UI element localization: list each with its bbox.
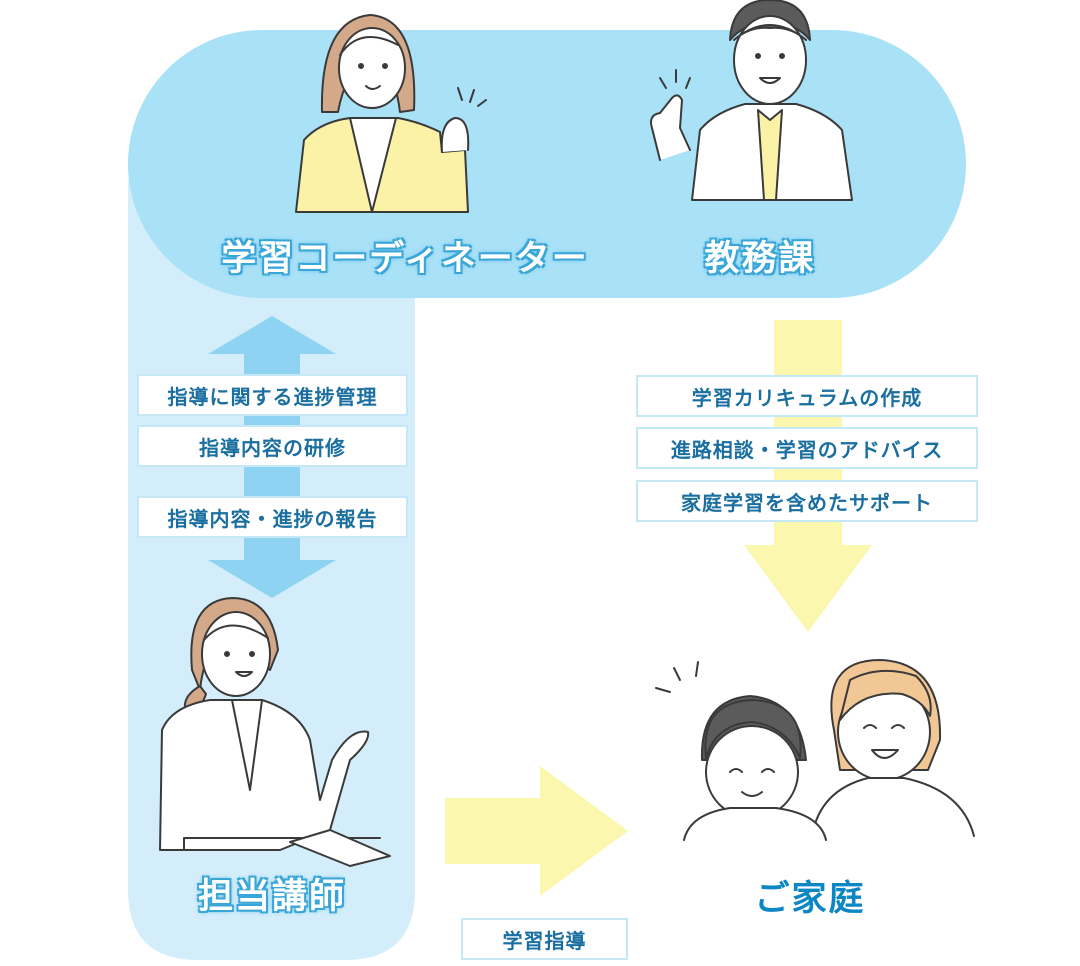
label-report: 指導内容・進捗の報告 — [137, 496, 408, 538]
arrow-down-yellow — [744, 320, 872, 632]
role-coordinator: 学習コーディネーター — [221, 239, 589, 279]
label-curriculum: 学習カリキュラムの作成 — [636, 375, 978, 417]
arrow-right-yellow — [445, 766, 628, 896]
role-tutor: 担当講師 — [197, 877, 346, 917]
label-career-advice: 進路相談・学習のアドバイス — [636, 427, 978, 469]
academic-affairs-illustration — [650, 0, 853, 201]
family-illustration — [655, 659, 975, 841]
role-academic-affairs: 教務課 — [704, 239, 816, 279]
tutor-illustration — [159, 597, 391, 867]
label-progress-management: 指導に関する進捗管理 — [137, 374, 408, 416]
role-family: ご家庭 — [754, 879, 866, 919]
label-training: 指導内容の研修 — [137, 425, 408, 467]
label-home-support: 家庭学習を含めたサポート — [636, 480, 978, 522]
coordinator-illustration — [295, 14, 487, 213]
label-instruction: 学習指導 — [461, 918, 628, 960]
